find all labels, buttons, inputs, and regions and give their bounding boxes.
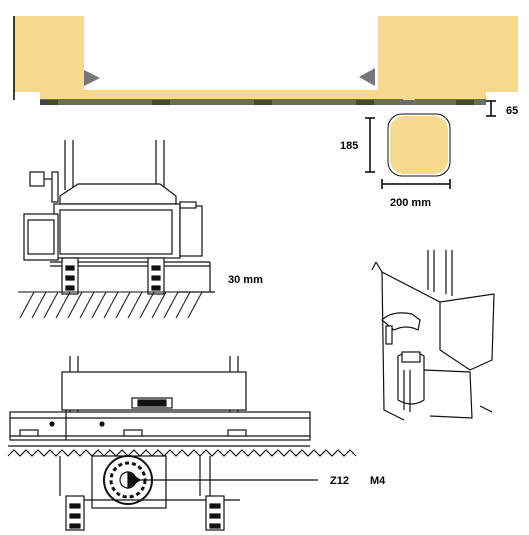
left-stop-triangle xyxy=(84,70,100,86)
right-stop-triangle xyxy=(359,68,375,86)
gate-connector xyxy=(403,88,415,100)
post-width-label: 200 mm xyxy=(390,197,431,209)
top-view xyxy=(13,16,518,105)
motor-side-view xyxy=(23,140,215,295)
post-height-label: 185 xyxy=(340,140,358,152)
rail-foot xyxy=(356,100,374,105)
gate-leaf xyxy=(40,90,486,100)
motor-perspective-detail xyxy=(371,250,495,421)
right-post xyxy=(378,16,518,92)
left-post xyxy=(14,16,84,92)
rail-foot xyxy=(40,100,58,105)
rack-pinion-view xyxy=(7,356,357,531)
gap-dimension: 65 xyxy=(486,100,518,117)
gear-module-label: M4 xyxy=(370,475,386,487)
clearance-label: 30 mm xyxy=(228,274,263,286)
rail-foot xyxy=(152,100,170,105)
post-section: 185 200 mm xyxy=(340,113,451,209)
rail-foot xyxy=(456,100,474,105)
gap-height-label: 65 xyxy=(506,105,518,117)
ground-hatching xyxy=(18,291,210,319)
gear-teeth-label: Z12 xyxy=(330,475,349,487)
rail-foot xyxy=(254,100,272,105)
